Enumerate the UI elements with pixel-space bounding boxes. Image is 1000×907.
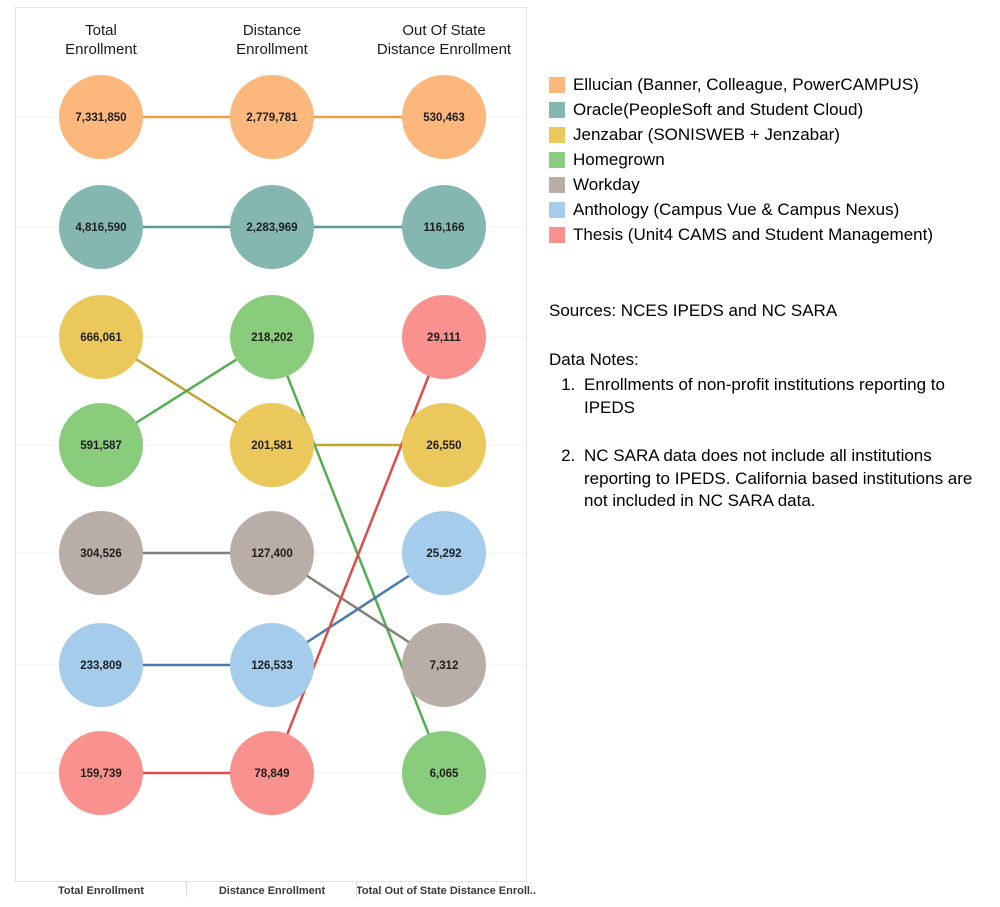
- chart-node-label: 233,809: [80, 660, 122, 672]
- legend-item-workday[interactable]: Workday: [549, 172, 979, 197]
- chart-panel: 7,331,850 2,779,781 530,463 4,816,590 2,283,…: [15, 7, 527, 882]
- legend-swatch: [549, 176, 565, 193]
- axis-label-distance: Distance Enrollment: [218, 885, 326, 897]
- chart-node-workday-col2[interactable]: [402, 623, 486, 707]
- chart-node-label: 304,526: [80, 548, 122, 560]
- chart-node-label: 201,581: [251, 440, 293, 452]
- bump-chart[interactable]: 7,331,850 2,779,781 530,463 4,816,590 2,283,…: [16, 8, 526, 881]
- chart-node-ellucian-col1[interactable]: [230, 75, 314, 159]
- chart-node-anthology-col2[interactable]: [402, 511, 486, 595]
- chart-node-label: 116,166: [424, 222, 465, 234]
- legend-swatch: [549, 76, 565, 93]
- legend-item-anthology[interactable]: Anthology (Campus Vue & Campus Nexus): [549, 197, 979, 222]
- chart-node-ellucian-col2[interactable]: [402, 75, 486, 159]
- sources-text: Sources: NCES IPEDS and NC SARA: [549, 301, 838, 320]
- chart-node-workday-col1[interactable]: [230, 511, 314, 595]
- chart-node-label: 7,331,850: [75, 112, 126, 124]
- legend: Ellucian (Banner, Colleague, PowerCAMPUS…: [549, 72, 979, 247]
- data-note-item: Enrollments of non-profit institutions r…: [580, 374, 979, 419]
- axis-label-total: Total Enrollment: [58, 885, 144, 897]
- chart-node-anthology-col1[interactable]: [230, 623, 314, 707]
- column-header-out-of-state: Out Of State Distance Enrollment: [376, 22, 512, 58]
- legend-label: Workday: [573, 174, 640, 194]
- legend-label: Oracle(PeopleSoft and Student Cloud): [573, 99, 864, 119]
- chart-node-label: 2,283,969: [246, 222, 297, 234]
- chart-node-label: 29,111: [427, 332, 462, 344]
- chart-node-jenzabar-col1[interactable]: [230, 403, 314, 487]
- chart-node-label: 7,312: [430, 660, 459, 672]
- chart-node-label: 26,550: [426, 440, 461, 452]
- legend-item-oracle[interactable]: Oracle(PeopleSoft and Student Cloud): [549, 97, 979, 122]
- chart-node-label: 127,400: [251, 548, 293, 560]
- chart-node-label: 6,065: [430, 768, 459, 780]
- chart-node-thesis-col2[interactable]: [402, 295, 486, 379]
- side-panel: Ellucian (Banner, Colleague, PowerCAMPUS…: [549, 72, 979, 539]
- chart-node-anthology-col0[interactable]: [59, 623, 143, 707]
- axis-label-out-of-state: Total Out of State Distance Enroll..: [355, 885, 537, 897]
- chart-node-ellucian-col0[interactable]: [59, 75, 143, 159]
- legend-swatch: [549, 201, 565, 218]
- chart-node-label: 25,292: [426, 548, 461, 560]
- chart-node-jenzabar-col2[interactable]: [402, 403, 486, 487]
- legend-label: Thesis (Unit4 CAMS and Student Managemen…: [573, 224, 934, 244]
- chart-node-thesis-col0[interactable]: [59, 731, 143, 815]
- data-notes-list: Enrollments of non-profit institutions r…: [549, 374, 979, 513]
- chart-node-oracle-col1[interactable]: [230, 185, 314, 269]
- legend-item-ellucian[interactable]: Ellucian (Banner, Colleague, PowerCAMPUS…: [549, 72, 979, 97]
- legend-label: Ellucian (Banner, Colleague, PowerCAMPUS…: [573, 74, 919, 94]
- legend-swatch: [549, 126, 565, 143]
- legend-swatch: [549, 151, 565, 168]
- chart-node-label: 4,816,590: [75, 222, 126, 234]
- chart-node-label: 218,202: [251, 332, 293, 344]
- legend-swatch: [549, 226, 565, 243]
- column-header-total: Total Enrollment: [65, 22, 137, 58]
- chart-node-label: 666,061: [80, 332, 122, 344]
- legend-item-homegrown[interactable]: Homegrown: [549, 147, 979, 172]
- chart-node-oracle-col2[interactable]: [402, 185, 486, 269]
- chart-node-label: 2,779,781: [246, 112, 298, 124]
- data-note-item: NC SARA data does not include all instit…: [580, 445, 979, 513]
- chart-node-label: 591,587: [80, 440, 122, 452]
- legend-label: Jenzabar (SONISWEB + Jenzabar): [573, 124, 840, 144]
- legend-swatch: [549, 101, 565, 118]
- chart-node-homegrown-col2[interactable]: [402, 731, 486, 815]
- column-header-distance: Distance Enrollment: [236, 22, 308, 58]
- legend-label: Anthology (Campus Vue & Campus Nexus): [573, 199, 900, 219]
- chart-node-label: 78,849: [254, 768, 289, 780]
- chart-node-label: 530,463: [423, 112, 465, 124]
- data-notes-title: Data Notes:: [549, 350, 639, 369]
- chart-node-workday-col0[interactable]: [59, 511, 143, 595]
- legend-item-thesis[interactable]: Thesis (Unit4 CAMS and Student Managemen…: [549, 222, 979, 247]
- chart-node-homegrown-col0[interactable]: [59, 403, 143, 487]
- chart-node-jenzabar-col0[interactable]: [59, 295, 143, 379]
- legend-label: Homegrown: [573, 149, 665, 169]
- chart-node-label: 126,533: [251, 660, 293, 672]
- chart-node-thesis-col1[interactable]: [230, 731, 314, 815]
- chart-node-label: 159,739: [80, 768, 122, 780]
- axis-tick: [356, 882, 357, 897]
- chart-node-oracle-col0[interactable]: [59, 185, 143, 269]
- legend-item-jenzabar[interactable]: Jenzabar (SONISWEB + Jenzabar): [549, 122, 979, 147]
- axis-tick: [186, 882, 187, 897]
- chart-node-homegrown-col1[interactable]: [230, 295, 314, 379]
